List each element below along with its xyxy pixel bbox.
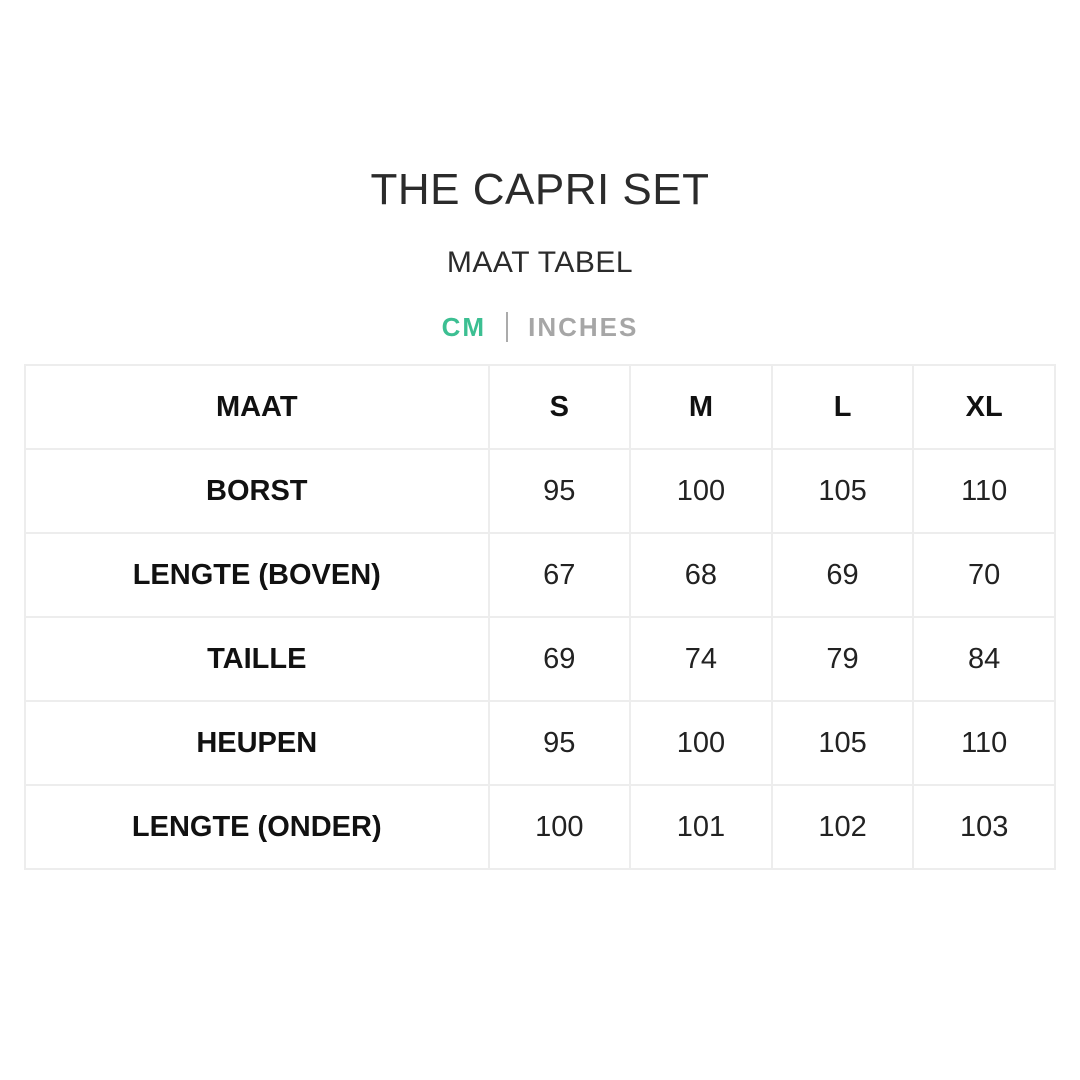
cell-lengte-boven-l: 69: [770, 532, 915, 618]
table-row-lengte-boven: LENGTE (BOVEN) 67 68 69 70: [24, 532, 1056, 618]
column-header-s: S: [487, 364, 632, 450]
table-row-borst: BORST 95 100 105 110: [24, 448, 1056, 534]
column-header-xl: XL: [912, 364, 1056, 450]
page-title: THE CAPRI SET: [370, 165, 710, 214]
cell-heupen-s: 95: [487, 700, 632, 786]
cell-lengte-onder-m: 101: [629, 784, 773, 870]
cell-lengte-boven-xl: 70: [912, 532, 1056, 618]
cell-lengte-onder-l: 102: [770, 784, 915, 870]
cell-lengte-boven-s: 67: [487, 532, 632, 618]
cell-taille-m: 74: [629, 616, 773, 702]
row-label-lengte-onder: LENGTE (ONDER): [24, 784, 490, 870]
table-header-row: MAAT S M L XL: [24, 364, 1056, 450]
size-chart-page: THE CAPRI SET MAAT TABEL CM INCHES MAAT …: [0, 168, 1080, 1080]
cell-taille-s: 69: [487, 616, 632, 702]
column-header-maat: MAAT: [24, 364, 490, 450]
cell-borst-m: 100: [629, 448, 773, 534]
cell-lengte-boven-m: 68: [629, 532, 773, 618]
column-header-m: M: [629, 364, 773, 450]
cell-borst-s: 95: [487, 448, 632, 534]
page-subtitle: MAAT TABEL: [446, 246, 634, 279]
cell-taille-l: 79: [770, 616, 915, 702]
unit-toggle-divider: [506, 312, 509, 342]
cell-heupen-m: 100: [629, 700, 773, 786]
cell-heupen-xl: 110: [912, 700, 1056, 786]
table-row-heupen: HEUPEN 95 100 105 110: [24, 700, 1056, 786]
cell-borst-xl: 110: [912, 448, 1056, 534]
cell-taille-xl: 84: [912, 616, 1056, 702]
cell-borst-l: 105: [770, 448, 915, 534]
unit-inches-button[interactable]: INCHES: [528, 312, 639, 342]
size-table: MAAT S M L XL BORST 95 100 105 110 LENGT…: [24, 364, 1056, 870]
table-row-lengte-onder: LENGTE (ONDER) 100 101 102 103: [24, 784, 1056, 870]
unit-cm-button[interactable]: CM: [441, 312, 487, 342]
row-label-heupen: HEUPEN: [24, 700, 490, 786]
table-row-taille: TAILLE 69 74 79 84: [24, 616, 1056, 702]
row-label-taille: TAILLE: [24, 616, 490, 702]
cell-heupen-l: 105: [770, 700, 915, 786]
cell-lengte-onder-xl: 103: [912, 784, 1056, 870]
row-label-borst: BORST: [24, 448, 490, 534]
cell-lengte-onder-s: 100: [487, 784, 632, 870]
row-label-lengte-boven: LENGTE (BOVEN): [24, 532, 490, 618]
column-header-l: L: [770, 364, 915, 450]
unit-toggle: CM INCHES: [0, 311, 1080, 343]
